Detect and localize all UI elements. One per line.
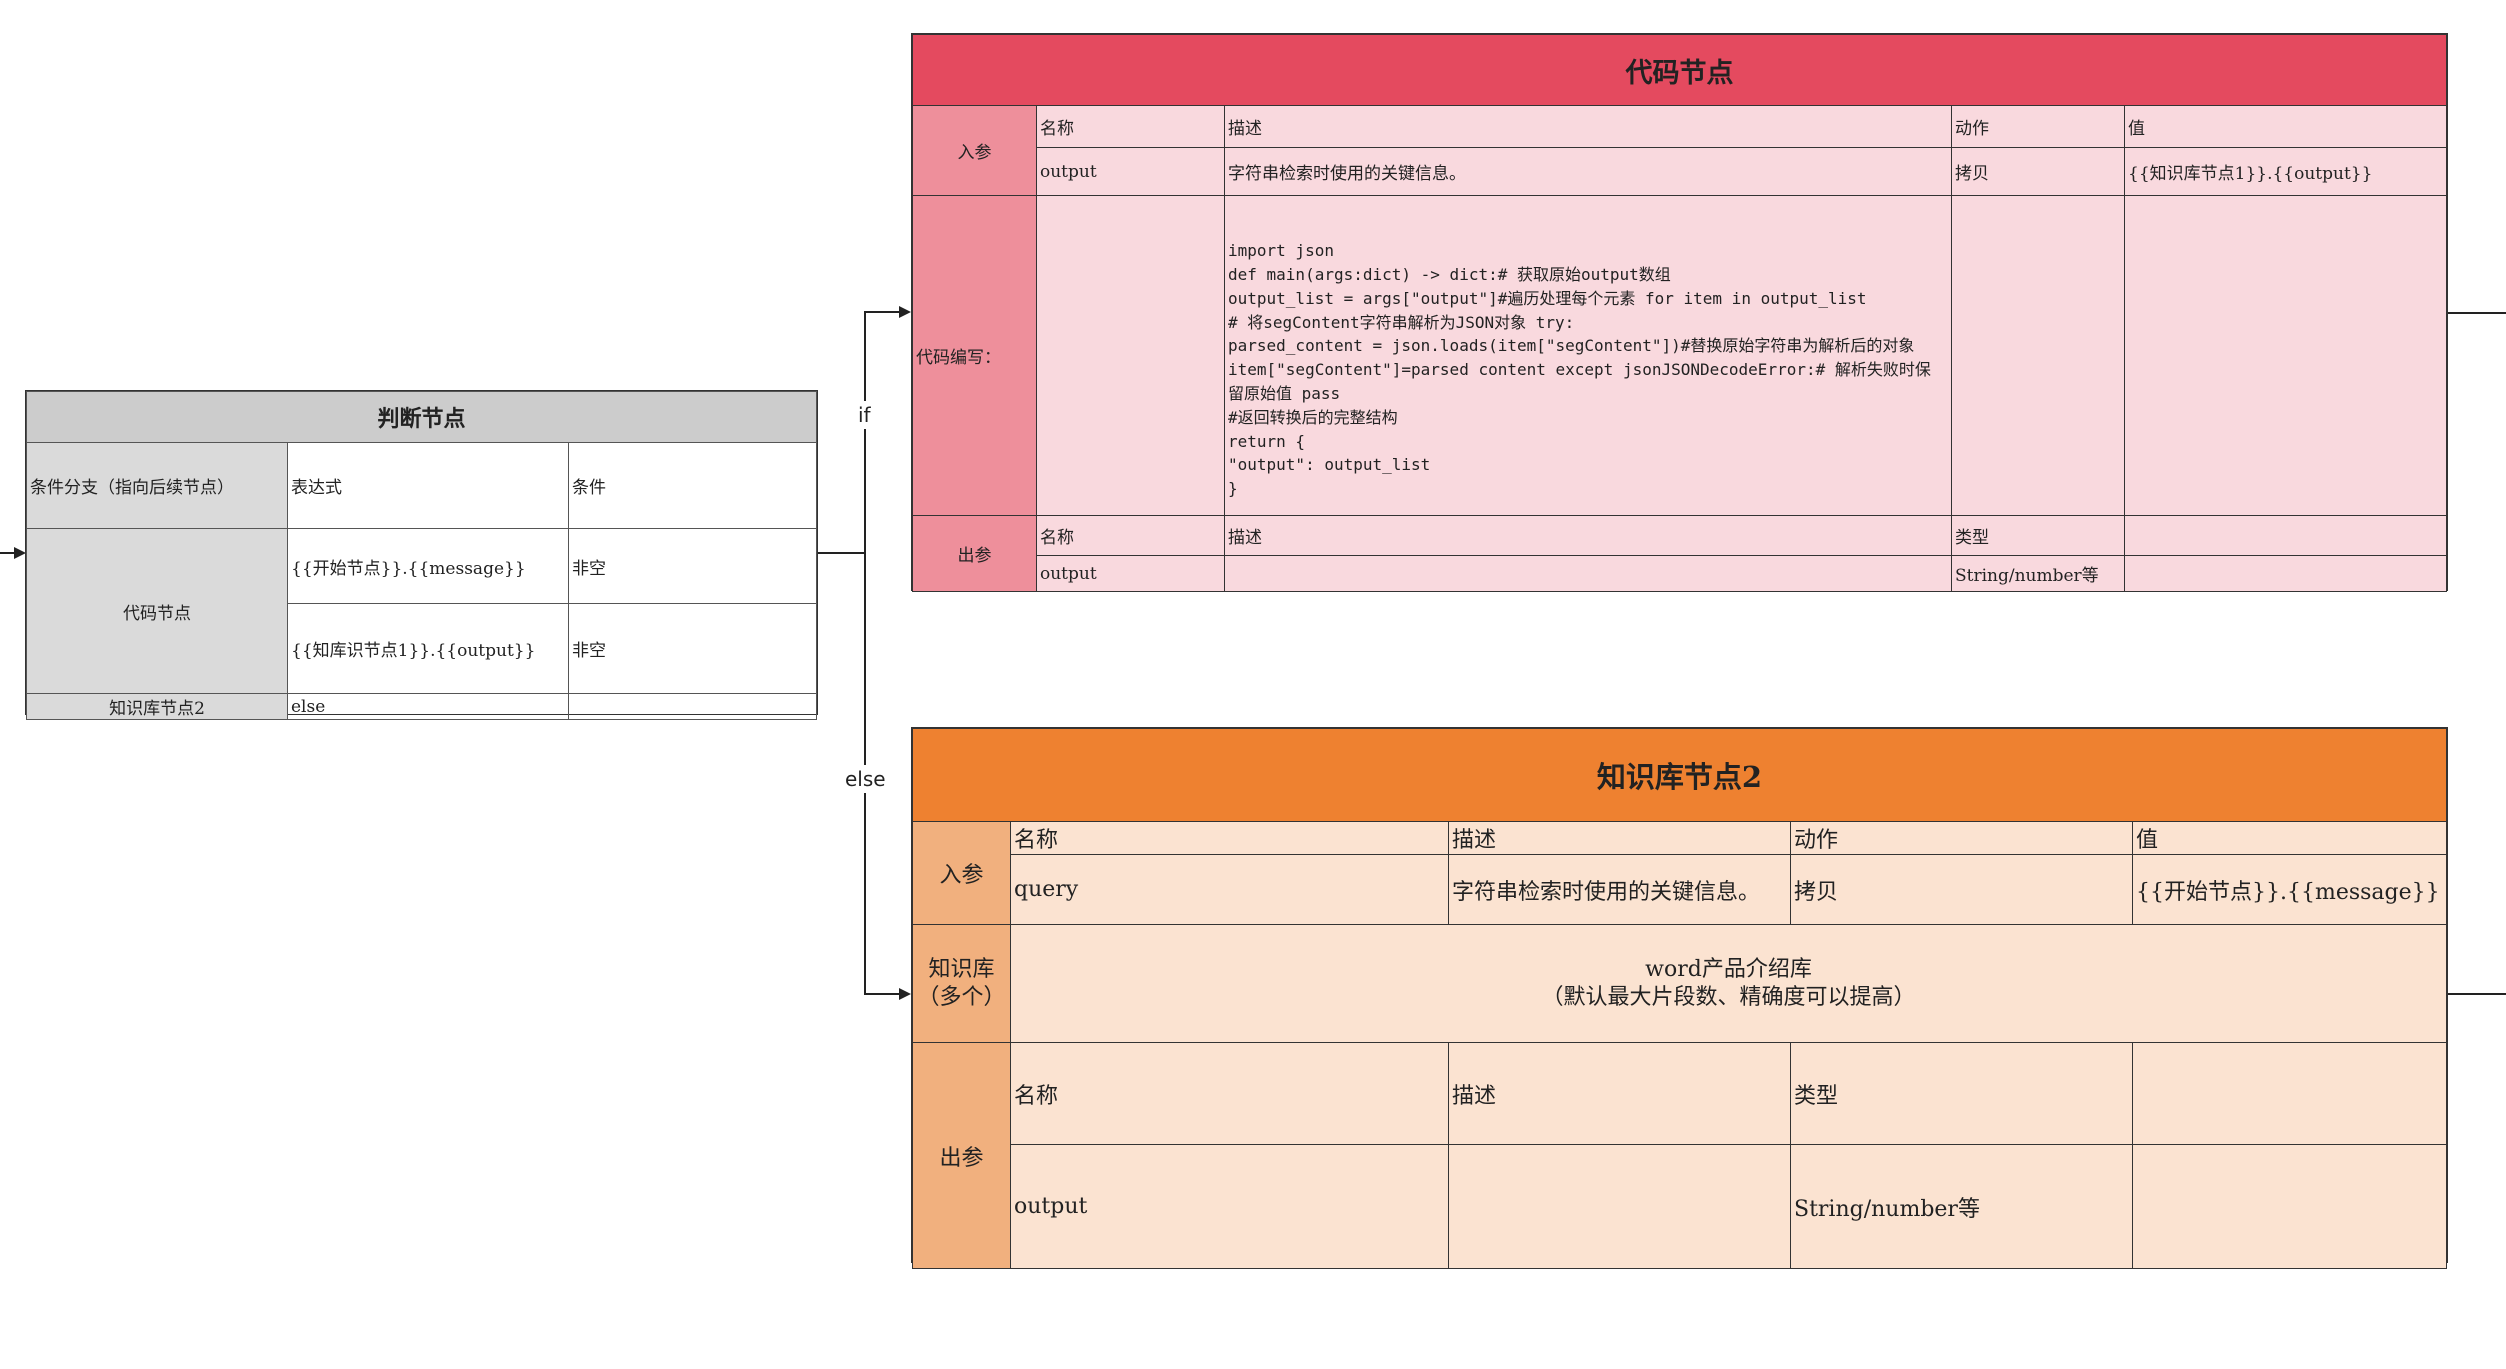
code-content: import json def main(args:dict) -> dict:… — [1228, 241, 1931, 499]
if-edge-label: if — [854, 401, 875, 429]
judge-header-branch: 条件分支（指向后续节点） — [26, 442, 288, 529]
kb-input-desc: 字符串检索时使用的关键信息。 — [1448, 854, 1791, 925]
judge-branch-code-cond-2: 非空 — [568, 603, 817, 694]
code-input-header-value: 值 — [2124, 105, 2447, 148]
kb-output-label: 出参 — [912, 1042, 1011, 1269]
code-input-label: 入参 — [912, 105, 1037, 196]
kb-library-value[interactable]: word产品介绍库 （默认最大片段数、精确度可以提高） — [1010, 924, 2447, 1043]
judge-header-expression: 表达式 — [287, 442, 569, 529]
code-input-header-desc: 描述 — [1224, 105, 1952, 148]
kb-output-header-type: 类型 — [1790, 1042, 2133, 1145]
judge-node[interactable]: 判断节点 条件分支（指向后续节点） 表达式 条件 代码节点 {{开始节点}}.{… — [25, 390, 818, 720]
code-input-value: {{知识库节点1}}.{{output}} — [2124, 147, 2447, 196]
kb-input-header-value: 值 — [2132, 821, 2447, 855]
kb-output-type: String/number等 — [1790, 1144, 2133, 1269]
kb-input-label: 入参 — [912, 821, 1011, 925]
code-output-desc — [1224, 555, 1952, 592]
kb-library-label: 知识库 （多个） — [912, 924, 1011, 1043]
kb-input-action: 拷贝 — [1790, 854, 2133, 925]
kb-library-settings-note: （默认最大片段数、精确度可以提高） — [1541, 984, 1916, 1010]
judge-branch-kb-label: 知识库节点2 — [26, 693, 288, 720]
knowledge-base-node[interactable]: 知识库节点2 入参 名称 描述 动作 值 query 字符串检索时使用的关键信息… — [911, 727, 2448, 1269]
kb-library-label-line-1: 知识库 — [928, 956, 995, 982]
kb-input-header-name: 名称 — [1010, 821, 1449, 855]
code-editor[interactable]: import json def main(args:dict) -> dict:… — [1224, 195, 1952, 516]
code-output-type: String/number等 — [1951, 555, 2125, 592]
judge-branch-code-label: 代码节点 — [26, 528, 288, 694]
kb-input-header-desc: 描述 — [1448, 821, 1791, 855]
judge-header-condition: 条件 — [568, 442, 817, 529]
code-output-label: 出参 — [912, 515, 1037, 592]
judge-branch-kb-cond — [568, 693, 817, 720]
code-node[interactable]: 代码节点 入参 名称 描述 动作 值 output 字符串检索时使用的关键信息。… — [911, 33, 2448, 592]
kb-output-header-name: 名称 — [1010, 1042, 1449, 1145]
code-editor-label: 代码编写： — [912, 195, 1037, 516]
judge-branch-code-expr-1: {{开始节点}}.{{message}} — [287, 528, 569, 604]
kb-output-name: output — [1010, 1144, 1449, 1269]
kb-output-desc — [1448, 1144, 1791, 1269]
kb-node-title: 知识库节点2 — [912, 728, 2447, 822]
code-input-header-action: 动作 — [1951, 105, 2125, 148]
else-edge-label: else — [841, 765, 890, 793]
if-edge — [864, 306, 911, 553]
code-input-action: 拷贝 — [1951, 147, 2125, 196]
code-node-title: 代码节点 — [912, 34, 2447, 106]
code-input-name: output — [1036, 147, 1225, 196]
judge-branch-code-expr-2: {{知库识节点1}}.{{output}} — [287, 603, 569, 694]
kb-library-name: word产品介绍库 — [1645, 956, 1812, 982]
code-output-header-type: 类型 — [1951, 515, 2125, 556]
judge-branch-code-cond-1: 非空 — [568, 528, 817, 604]
code-input-desc: 字符串检索时使用的关键信息。 — [1224, 147, 1952, 196]
judge-node-title: 判断节点 — [26, 391, 817, 443]
kb-input-value: {{开始节点}}.{{message}} — [2132, 854, 2447, 925]
kb-input-name: query — [1010, 854, 1449, 925]
code-output-header-desc: 描述 — [1224, 515, 1952, 556]
code-output-header-name: 名称 — [1036, 515, 1225, 556]
code-output-name: output — [1036, 555, 1225, 592]
code-input-header-name: 名称 — [1036, 105, 1225, 148]
kb-input-header-action: 动作 — [1790, 821, 2133, 855]
kb-output-header-desc: 描述 — [1448, 1042, 1791, 1145]
else-edge — [864, 553, 911, 1000]
kb-library-label-line-2: （多个） — [917, 984, 1006, 1010]
judge-branch-kb-expr: else — [287, 693, 569, 720]
